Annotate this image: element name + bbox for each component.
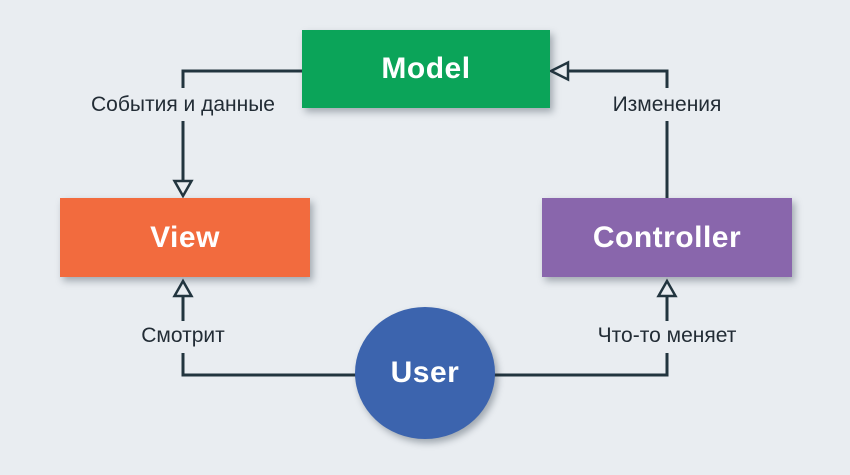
edge-label-changes-something: Что-то меняет [597,324,737,347]
arrowhead-down-icon [172,179,194,199]
user-node: User [355,307,495,439]
edge-label-changes: Изменения [612,93,722,116]
arrowhead-left-icon [548,60,570,82]
arrow-controller-to-model-segment [569,69,669,88]
user-node-label: User [390,356,460,389]
controller-node-label: Controller [592,220,742,254]
arrowhead-up-icon [656,278,678,298]
controller-node: Controller [542,198,792,277]
edge-label-events-and-data: События и данные [91,93,275,116]
view-node-label: View [150,220,220,254]
arrow-model-to-view-segment [181,69,302,88]
model-node-label: Model [381,52,471,85]
model-node: Model [302,30,550,108]
edge-label-watches: Смотрит [141,324,225,347]
view-node: View [60,198,310,277]
arrowhead-up-icon [172,278,194,298]
